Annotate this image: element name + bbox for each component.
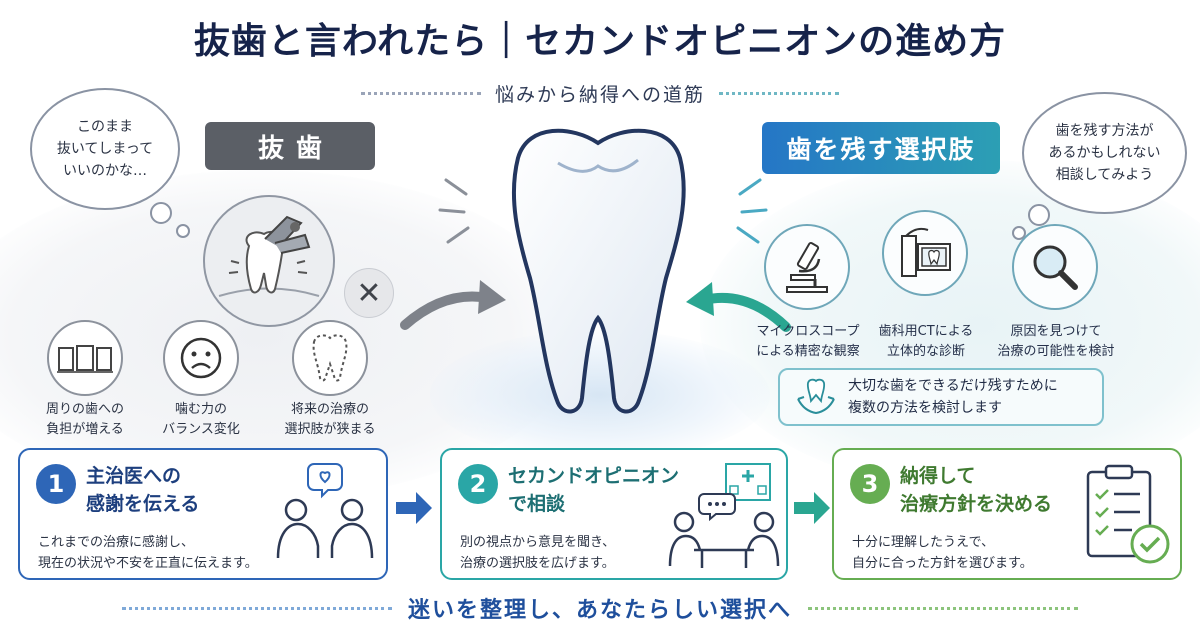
magnifier-icon <box>1012 224 1098 310</box>
consultation-icon <box>668 463 780 568</box>
tool-line: 立体的な診断 <box>886 344 965 359</box>
risk-line: 選択肢が狭まる <box>284 422 376 437</box>
step-desc-line: 十分に理解したうえで、 <box>852 535 995 550</box>
teal-arrow-icon <box>686 282 791 332</box>
subtitle-dots-right <box>719 92 839 95</box>
step-card-1: 1 主治医への 感謝を伝える これまでの治療に感謝し、 現在の状況や不安を正直に… <box>18 448 388 580</box>
step-arrow-icon <box>396 492 432 524</box>
extraction-illustration <box>203 195 335 327</box>
risk-line: 将来の治療の <box>290 402 369 417</box>
keep-note-text: 大切な歯をできるだけ残すために 複数の方法を検討します <box>848 375 1058 419</box>
subtitle-dots-left <box>360 92 481 95</box>
risk-line: 噛む力の <box>174 402 227 417</box>
teeth-row-icon <box>47 320 123 396</box>
risk-label: 周りの歯への 負担が増える <box>20 400 150 440</box>
step-card-2: 2 セカンドオピニオン で相談 別の視点から意見を聞き、 治療の選択肢を広げます… <box>440 448 788 580</box>
note-line: 複数の方法を検討します <box>848 400 1002 416</box>
checklist-icon <box>1086 464 1170 564</box>
dashed-tooth-icon <box>292 320 368 396</box>
bottom-dots-right <box>808 606 1078 610</box>
step-title-line: 納得して <box>900 465 976 487</box>
thought-puff <box>150 202 172 224</box>
subtitle: 悩みから納得への道筋 <box>494 84 705 106</box>
note-line: 大切な歯をできるだけ残すために <box>848 378 1058 394</box>
step-title: 主治医への 感謝を伝える <box>86 462 266 518</box>
keep-tooth-label: 歯を残す選択肢 <box>762 122 1000 174</box>
central-tooth-icon <box>511 128 686 414</box>
sparkle-lines-icon <box>438 178 470 244</box>
step-desc-line: 自分に合った方針を選びます。 <box>852 556 1033 571</box>
x-mark-icon: ✕ <box>344 268 394 318</box>
step-title-line: 治療方針を決める <box>900 493 1053 515</box>
tool-line: マイクロスコープ <box>756 324 860 339</box>
thought-line: このまま <box>76 119 133 135</box>
microscope-icon <box>764 224 850 310</box>
step-number: 2 <box>458 464 498 504</box>
step-title: セカンドオピニオン で相談 <box>508 462 688 518</box>
step-number: 3 <box>850 464 890 504</box>
hands-tooth-icon <box>797 378 835 415</box>
forceps-tooth-icon <box>218 215 320 297</box>
step-desc-line: 別の視点から意見を聞き、 <box>460 535 616 550</box>
risk-item <box>292 320 368 396</box>
thought-line: 抜いてしまって <box>56 141 154 157</box>
bottom-message-row: 迷いを整理し、あなたらしい選択へ <box>0 592 1200 624</box>
step-desc-line: これまでの治療に感謝し、 <box>38 535 195 550</box>
tool-line: 歯科用CTによる <box>878 324 974 339</box>
thought-puff <box>1012 226 1026 240</box>
gray-arrow-icon <box>400 280 506 330</box>
step-desc-line: 治療の選択肢を広げます。 <box>460 556 615 571</box>
step-title-line: で相談 <box>508 493 566 515</box>
thought-puff <box>176 224 190 238</box>
tool-line: 原因を見つけて <box>1010 324 1102 339</box>
risk-line: 負担が増える <box>46 422 124 437</box>
step-title-line: 主治医への <box>86 465 182 487</box>
risk-item <box>47 320 123 396</box>
risk-line: 周りの歯への <box>45 402 124 417</box>
tool-line: 治療の可能性を検討 <box>997 344 1115 359</box>
step-title-line: セカンドオピニオン <box>508 465 680 487</box>
doctor-patient-icon <box>276 463 374 559</box>
thought-line: 歯を残す方法が <box>1055 123 1154 139</box>
risk-label: 将来の治療の 選択肢が狭まる <box>265 400 395 440</box>
left-thought-cloud: このまま 抜いてしまって いいのかな… <box>30 88 180 210</box>
risk-item <box>163 320 239 396</box>
tool-label: 原因を見つけて 治療の可能性を検討 <box>986 322 1126 362</box>
ct-scanner-icon <box>882 210 968 296</box>
bottom-dots-left <box>121 606 392 610</box>
page-title: 抜歯と言われたら｜セカンドオピニオンの進め方 <box>193 21 1007 62</box>
step-arrow-icon <box>794 492 830 524</box>
thought-line: あるかもしれない <box>1048 145 1161 161</box>
risk-line: バランス変化 <box>162 422 240 437</box>
tooth-glow <box>430 330 770 460</box>
step-title-line: 感謝を伝える <box>86 493 200 515</box>
tool-label: 歯科用CTによる 立体的な診断 <box>856 322 996 362</box>
keep-note-box: 大切な歯をできるだけ残すために 複数の方法を検討します <box>778 368 1104 426</box>
step-card-3: 3 納得して 治療方針を決める 十分に理解したうえで、 自分に合った方針を選びま… <box>832 448 1182 580</box>
step-title: 納得して 治療方針を決める <box>900 462 1080 518</box>
step-desc-line: 現在の状況や不安を正直に伝えます。 <box>38 556 258 571</box>
thought-line: いいのかな… <box>62 163 147 179</box>
extraction-label: 抜歯 <box>205 122 375 170</box>
step-description: 別の視点から意見を聞き、 治療の選択肢を広げます。 <box>460 532 710 574</box>
tool-line: による精密な観察 <box>756 344 860 359</box>
step-number: 1 <box>36 464 76 504</box>
step-description: 十分に理解したうえで、 自分に合った方針を選びます。 <box>852 532 1102 574</box>
subtitle-row: 悩みから納得への道筋 <box>0 80 1200 107</box>
risk-label: 噛む力の バランス変化 <box>136 400 266 440</box>
sparkle-lines-icon <box>736 178 768 244</box>
sad-face-icon <box>163 320 239 396</box>
right-thought-cloud: 歯を残す方法が あるかもしれない 相談してみよう <box>1022 92 1187 214</box>
thought-puff <box>1028 204 1050 226</box>
step-description: これまでの治療に感謝し、 現在の状況や不安を正直に伝えます。 <box>38 532 288 574</box>
tool-label: マイクロスコープ による精密な観察 <box>738 322 878 362</box>
bottom-message: 迷いを整理し、あなたらしい選択へ <box>407 598 792 623</box>
thought-line: 相談してみよう <box>1055 167 1154 183</box>
